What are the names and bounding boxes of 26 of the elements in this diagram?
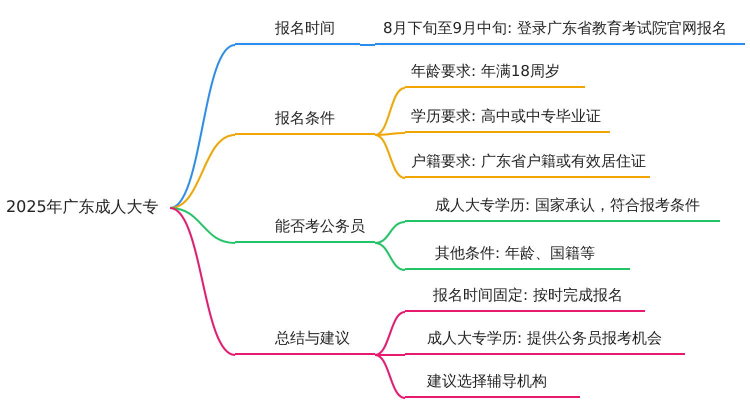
- topic-text: 能否考公务员: [275, 216, 365, 237]
- topic-text: 成人大专学历: 提供公务员报考机会: [427, 328, 662, 349]
- branch-line: [374, 221, 406, 244]
- branch-line: [374, 87, 406, 136]
- branch-line: [374, 354, 406, 399]
- branch-line: [170, 44, 236, 209]
- branch-line: [170, 207, 236, 356]
- topic-text: 总结与建议: [275, 328, 350, 349]
- branch-line: [374, 132, 406, 136]
- topic-text: 建议选择辅导机构: [427, 371, 547, 392]
- topic-text: 报名时间固定: 按时完成报名: [433, 285, 623, 306]
- branch-line: [374, 134, 406, 179]
- branch-line: [170, 207, 236, 244]
- topic-text: 2025年广东成人大专: [6, 196, 159, 218]
- topic-text: 报名条件: [275, 108, 335, 129]
- topic-text: 年龄要求: 年满18周岁: [411, 61, 560, 82]
- topic-text: 报名时间: [275, 18, 335, 39]
- branch-line: [374, 242, 406, 271]
- topic-text: 其他条件: 年龄、国籍等: [435, 243, 595, 264]
- branch-line: [374, 311, 406, 356]
- topic-text: 户籍要求: 广东省户籍或有效居住证: [411, 151, 646, 172]
- topic-text: 成人大专学历: 国家承认，符合报考条件: [435, 195, 700, 216]
- topic-text: 学历要求: 高中或中专毕业证: [411, 106, 601, 127]
- branch-line: [375, 354, 405, 356]
- branch-line: [360, 44, 375, 46]
- topic-text: 8月下旬至9月中旬: 登录广东省教育考试院官网报名: [383, 18, 727, 39]
